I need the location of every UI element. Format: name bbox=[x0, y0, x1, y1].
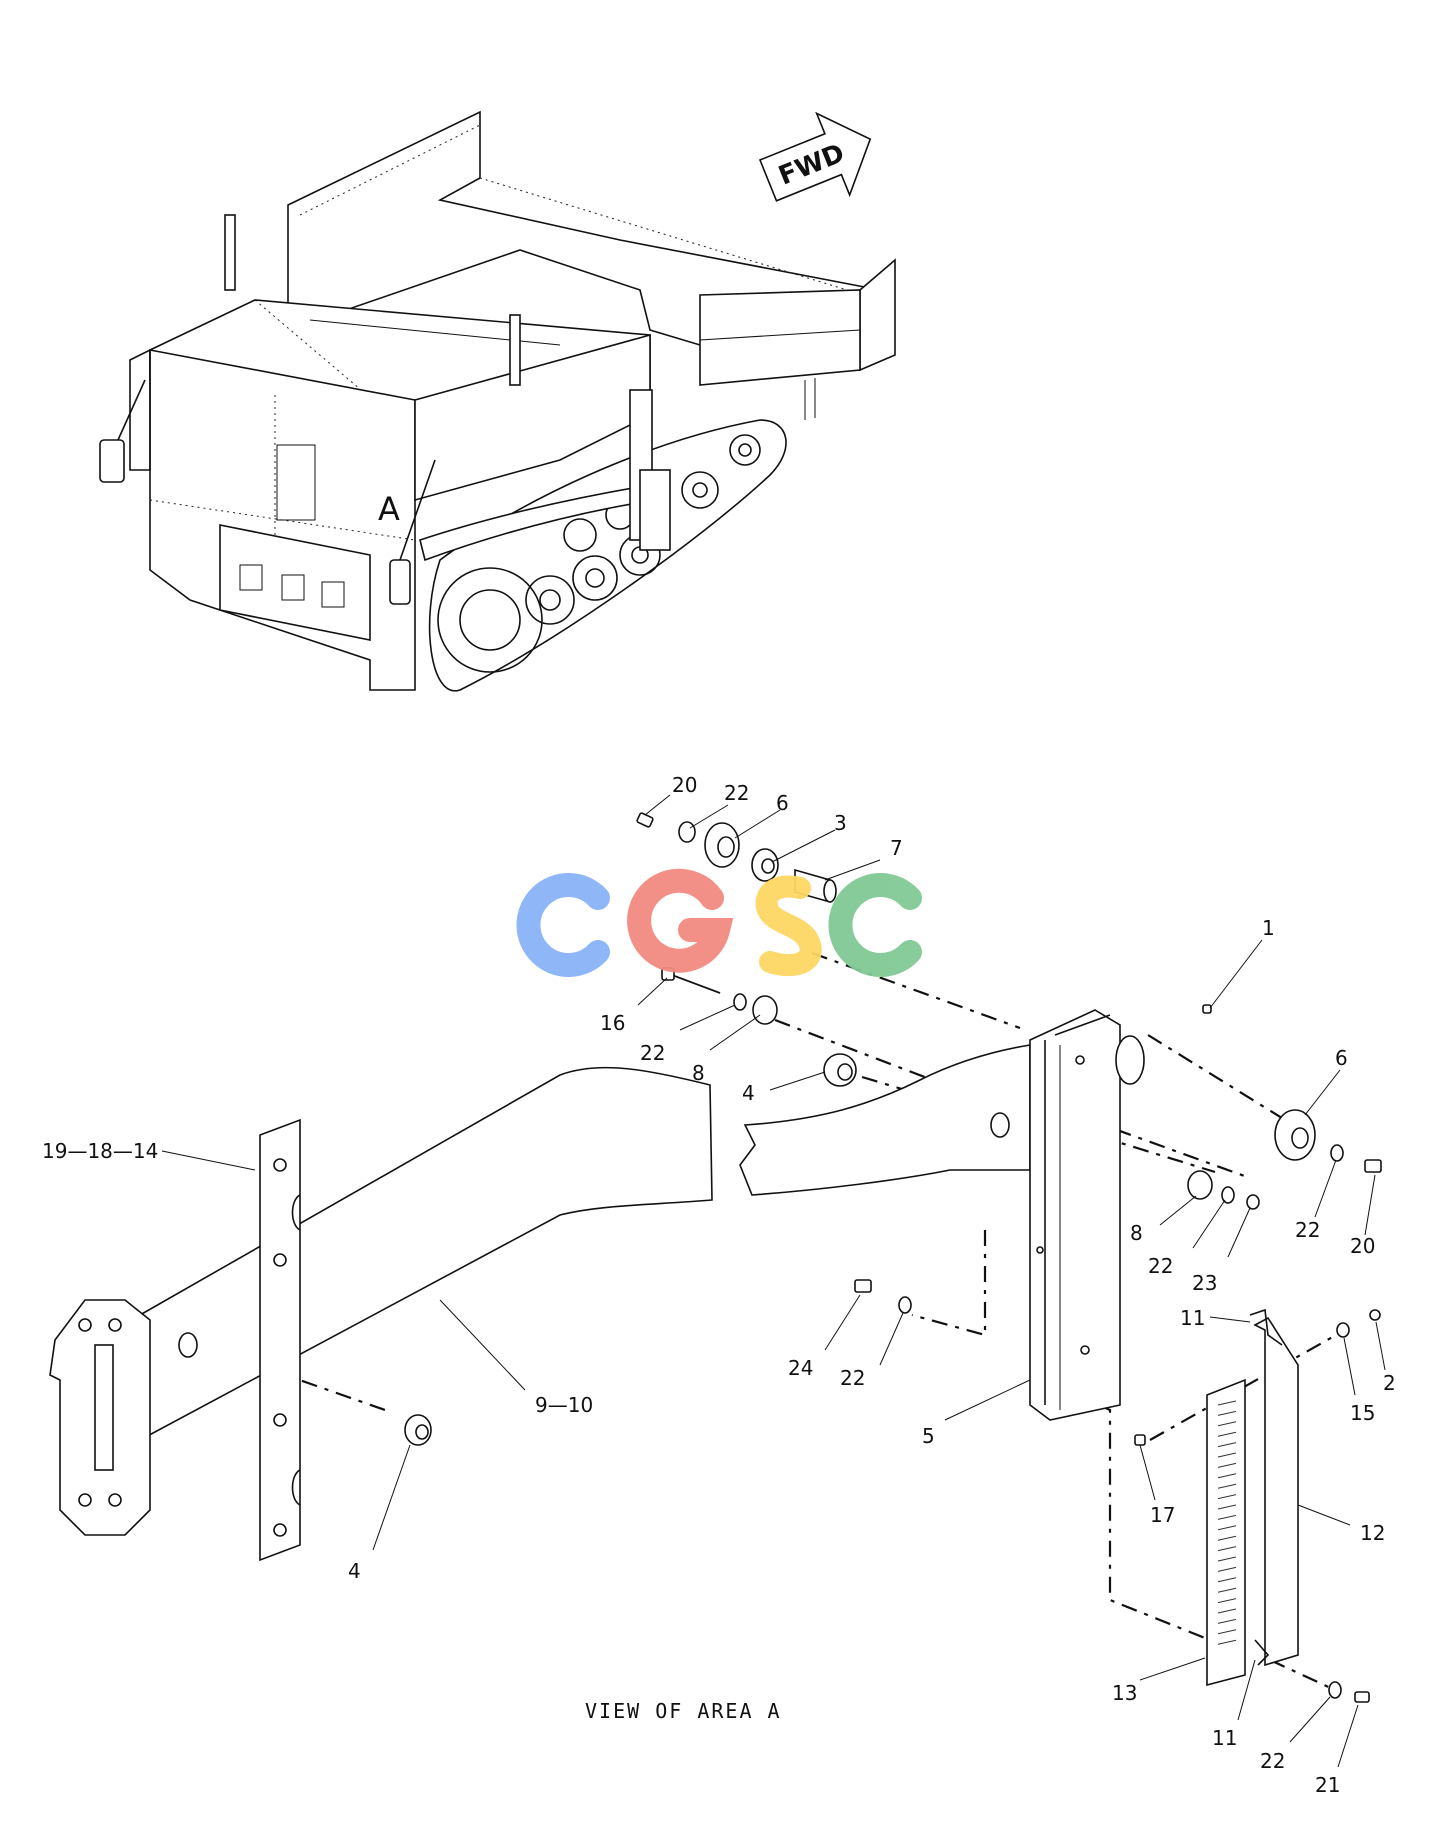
washer-22-mid bbox=[1221, 1186, 1235, 1204]
bolt-24 bbox=[854, 1279, 872, 1293]
scale-tick bbox=[1217, 1566, 1237, 1572]
callout-labels: 20 22 6 3 7 1 16 22 8 4 6 19—18—14 8 22 … bbox=[42, 773, 1396, 1797]
washer-22-upper bbox=[678, 821, 696, 843]
callout-9-10: 9—10 bbox=[535, 1393, 593, 1417]
callout-22-upper: 22 bbox=[724, 781, 749, 805]
scale-tick bbox=[1217, 1598, 1237, 1604]
leader-lines bbox=[161, 794, 1386, 1768]
callout-22-right: 22 bbox=[1295, 1218, 1320, 1242]
scale-tick bbox=[1217, 1546, 1237, 1552]
scale-tick bbox=[1217, 1494, 1237, 1500]
bushing-4-upper bbox=[823, 1053, 857, 1087]
callout-22-lower: 22 bbox=[840, 1366, 865, 1390]
callout-13: 13 bbox=[1112, 1681, 1137, 1705]
hopper-wing bbox=[859, 258, 896, 372]
callout-17: 17 bbox=[1150, 1503, 1175, 1527]
nut-2 bbox=[1369, 1309, 1381, 1321]
scale-tick bbox=[1217, 1556, 1237, 1562]
scale-tick bbox=[1217, 1618, 1237, 1624]
area-a-label: A bbox=[378, 490, 400, 528]
callout-20-right: 20 bbox=[1350, 1234, 1375, 1258]
scale-tick bbox=[1217, 1483, 1237, 1489]
scale-tick bbox=[1217, 1410, 1237, 1416]
push-plate bbox=[49, 1299, 151, 1536]
scale-tick bbox=[1217, 1473, 1237, 1479]
callout-3: 3 bbox=[834, 811, 847, 835]
callout-22-bottom: 22 bbox=[1260, 1749, 1285, 1773]
callout-6-upper: 6 bbox=[776, 791, 789, 815]
scale-tick bbox=[1217, 1400, 1237, 1406]
nut-23 bbox=[1246, 1194, 1260, 1210]
callout-11-lower: 11 bbox=[1212, 1726, 1237, 1750]
screw-17 bbox=[1134, 1434, 1146, 1446]
scale-tick bbox=[1217, 1608, 1237, 1614]
callout-1: 1 bbox=[1262, 916, 1275, 940]
tow-hook-left bbox=[99, 439, 125, 483]
scale-tick bbox=[1217, 1421, 1237, 1427]
spacer-8-upper bbox=[752, 995, 778, 1025]
assembly-centerlines bbox=[199, 951, 1346, 1691]
screw-21 bbox=[1354, 1691, 1370, 1703]
callout-4-lower: 4 bbox=[348, 1559, 361, 1583]
washer-22-bottom bbox=[1328, 1681, 1342, 1699]
scale-bracket-assembly bbox=[1206, 1308, 1299, 1687]
callout-11-upper: 11 bbox=[1180, 1306, 1205, 1330]
grade-scale-part-13 bbox=[1206, 1378, 1246, 1687]
bolt-20-right bbox=[1364, 1159, 1382, 1173]
callout-22-upper-left: 22 bbox=[640, 1041, 665, 1065]
callout-24: 24 bbox=[788, 1356, 813, 1380]
drive-sprocket bbox=[437, 567, 543, 673]
forward-arrow-icon: FWD bbox=[758, 111, 872, 202]
scale-tick bbox=[1217, 1587, 1237, 1593]
scale-tick bbox=[1217, 1525, 1237, 1531]
crawler-track bbox=[428, 419, 787, 692]
scale-tick bbox=[1217, 1452, 1237, 1458]
washer-15 bbox=[1336, 1322, 1350, 1338]
scale-tick bbox=[1217, 1577, 1237, 1583]
scale-tick bbox=[1217, 1442, 1237, 1448]
washer-22-right bbox=[1330, 1144, 1344, 1162]
mounting-plate-part-19-18-14 bbox=[259, 1118, 301, 1562]
scale-tick bbox=[1217, 1629, 1237, 1635]
callout-20-upper: 20 bbox=[672, 773, 697, 797]
callout-2: 2 bbox=[1383, 1371, 1396, 1395]
roller-6-right bbox=[1274, 1109, 1316, 1161]
callout-15: 15 bbox=[1350, 1401, 1375, 1425]
scale-tick bbox=[1217, 1514, 1237, 1520]
upright-channel-part-5 bbox=[1029, 1009, 1145, 1421]
bolt-16 bbox=[661, 967, 721, 994]
scale-tick bbox=[1217, 1504, 1237, 1510]
callout-19-18-14: 19—18—14 bbox=[42, 1139, 158, 1163]
callout-5: 5 bbox=[922, 1424, 935, 1448]
spacer-8-right bbox=[1187, 1170, 1213, 1200]
bolt-20-upper bbox=[636, 812, 654, 828]
callout-4-upper: 4 bbox=[742, 1081, 755, 1105]
access-panel bbox=[276, 444, 316, 521]
machine-overview-illustration: A bbox=[99, 110, 896, 692]
callout-6-right: 6 bbox=[1335, 1046, 1348, 1070]
roller-6-upper bbox=[704, 822, 740, 868]
callout-7: 7 bbox=[890, 836, 903, 860]
callout-21: 21 bbox=[1315, 1773, 1340, 1797]
bushing-3 bbox=[751, 848, 779, 882]
callout-22-mid: 22 bbox=[1148, 1254, 1173, 1278]
callout-23: 23 bbox=[1192, 1271, 1217, 1295]
scale-tick bbox=[1217, 1535, 1237, 1541]
washer-22-lower bbox=[898, 1296, 912, 1314]
view-title: VIEW OF AREA A bbox=[585, 1699, 782, 1723]
callout-16: 16 bbox=[600, 1011, 625, 1035]
bolt-1 bbox=[1202, 1004, 1212, 1014]
callout-8-right: 8 bbox=[1130, 1221, 1143, 1245]
bushing-4-lower bbox=[404, 1414, 432, 1446]
washer-22 bbox=[733, 993, 747, 1011]
scale-tick bbox=[1217, 1639, 1237, 1645]
cgsc-watermark-logo bbox=[516, 868, 922, 977]
scale-tick bbox=[1217, 1431, 1237, 1437]
callout-12: 12 bbox=[1360, 1521, 1385, 1545]
scale-tick bbox=[1217, 1462, 1237, 1468]
callout-8-upper: 8 bbox=[692, 1061, 705, 1085]
tow-hook-right bbox=[389, 559, 411, 605]
